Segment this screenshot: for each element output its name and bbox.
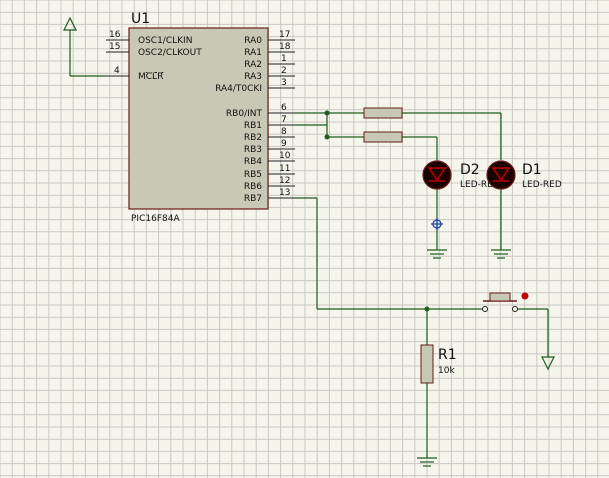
- r1-ref: R1: [438, 347, 457, 363]
- pin-number: 10: [279, 151, 291, 161]
- chip-right-pins: RA0 RA1 RA2 RA3 RA4/T0CKI RB0/INT RB1 RB…: [215, 30, 295, 204]
- resistor-to-d2[interactable]: [363, 131, 403, 143]
- rb7-wire: [295, 197, 482, 310]
- pin-number: 2: [281, 66, 287, 76]
- pin-label: RB5: [244, 170, 262, 180]
- pin-number: 3: [281, 78, 287, 88]
- pin-number: 9: [281, 139, 287, 149]
- ground-icon: [427, 249, 447, 259]
- pin-label: RB6: [244, 182, 262, 192]
- ground-icon: [491, 249, 511, 259]
- pin-number: 15: [109, 42, 120, 52]
- ground-terminal-icon: [541, 356, 555, 371]
- pin-number: 8: [281, 127, 287, 137]
- chip-ref: U1: [131, 11, 150, 27]
- resistor-to-d1[interactable]: [363, 107, 403, 119]
- led-d1[interactable]: D1 LED-RED: [486, 160, 562, 250]
- pin-number: 7: [281, 115, 287, 125]
- probe-icon[interactable]: [431, 218, 443, 230]
- power-arrow-icon[interactable]: [63, 16, 77, 76]
- pin-label: MCLR: [138, 72, 163, 82]
- led-ref: D2: [460, 162, 480, 178]
- pin-number: 1: [281, 54, 287, 64]
- pin-label: RB3: [244, 145, 262, 155]
- pin-number: 12: [279, 176, 290, 186]
- r1-value: 10k: [438, 366, 455, 376]
- pin-label: OSC2/CLKOUT: [138, 48, 202, 58]
- chip-part: PIC16F84A: [131, 214, 180, 224]
- pin-label: RB7: [244, 194, 262, 204]
- junction-dot: [324, 134, 330, 140]
- chip-left-pins: 16 15 4 OSC1/CLKIN OSC2/CLKOUT MCLR: [106, 30, 202, 82]
- pin-label: OSC1/CLKIN: [138, 36, 192, 46]
- pin-label: RB4: [244, 157, 262, 167]
- pin-number: 4: [114, 66, 120, 76]
- pin-number: 18: [279, 42, 291, 52]
- pin-number: 17: [279, 30, 290, 40]
- pin-label: RA0: [244, 36, 262, 46]
- pin-number: 13: [279, 188, 290, 198]
- microcontroller-u1[interactable]: U1 PIC16F84A: [128, 11, 269, 224]
- resistor-r1[interactable]: R1 10k: [420, 344, 457, 384]
- led-value: LED-RED: [460, 180, 500, 190]
- pin-label: RA4/T0CKI: [215, 84, 262, 94]
- ground-icon: [417, 457, 437, 467]
- pin-label: RB1: [244, 121, 262, 131]
- pin-label: RA3: [244, 72, 262, 82]
- pin-number: 6: [281, 103, 287, 113]
- pin-label: RA2: [244, 60, 262, 70]
- led-ref: D1: [522, 162, 542, 178]
- led-value: LED-RED: [522, 180, 562, 190]
- push-button-icon[interactable]: [482, 292, 529, 312]
- pin-label: RB2: [244, 133, 262, 143]
- pin-label: RB0/INT: [226, 109, 263, 119]
- pin-number: 11: [279, 164, 290, 174]
- pin-number: 16: [109, 30, 121, 40]
- junction-dot: [324, 110, 330, 116]
- pin-label: RA1: [244, 48, 262, 58]
